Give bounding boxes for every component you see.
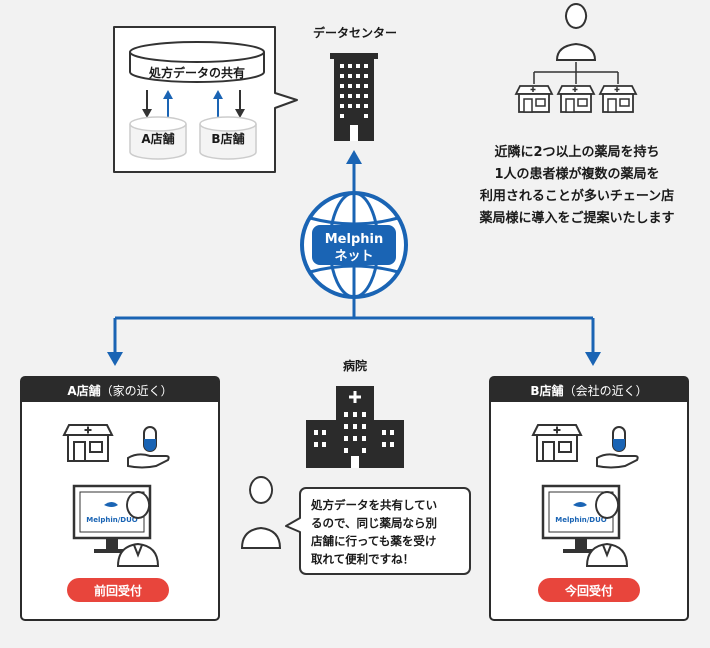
store-b-reception-button[interactable]: 今回受付: [538, 578, 640, 602]
store-a-reception-label: 前回受付: [94, 583, 142, 598]
data-share-bubble: 処方データの共有 A店舗 B店舗: [113, 26, 298, 173]
store-a-db-label: A店舗: [141, 131, 174, 146]
store-b-database-icon: [199, 116, 257, 160]
patient-speech-bubble: 処方データを共有してい るので、同じ薬局なら別 店舗に行っても薬を受け 取れて便…: [285, 487, 471, 575]
data-center-building-icon: [330, 53, 378, 141]
store-b-db-label: B店舗: [211, 131, 244, 146]
patient-text-line-1: 処方データを共有してい: [310, 498, 437, 512]
store-b-title-bold: B店舗: [530, 383, 563, 398]
store-b-title: B店舗（会社の近く）: [530, 383, 647, 398]
store-b-reception-label: 今回受付: [564, 583, 613, 598]
store-b-panel: B店舗（会社の近く） Melphin/DUO: [489, 376, 689, 621]
store-b-pharmacy-icon: [531, 424, 583, 462]
network-name-line-2: ネット: [334, 249, 373, 264]
store-a-medicine-hand-icon: [127, 426, 170, 469]
store-a-pharmacy-icon: [62, 424, 114, 462]
pharmacy-store-icon-1: [514, 85, 554, 113]
store-a-monitor-label: Melphin/DUO: [86, 516, 138, 524]
store-a-reception-button[interactable]: 前回受付: [67, 578, 169, 602]
patient-text-line-4: 取れて便利ですね！: [311, 552, 414, 566]
chain-owner-person-icon: [555, 3, 597, 61]
network-distribution-lines: [113, 297, 595, 355]
sync-arrows: [142, 90, 245, 118]
shared-database-icon: [129, 41, 265, 83]
store-b-title-rest: （会社の近く）: [564, 383, 648, 398]
db-label: 処方データの共有: [148, 65, 245, 80]
hospital-building-icon: [306, 386, 404, 468]
chain-text-line-2: 1人の患者様が複数の薬局を: [494, 166, 659, 182]
arrow-to-store-b: [585, 352, 601, 366]
store-a-staff-person-icon: [116, 491, 160, 567]
chain-description: 近隣に2つ以上の薬局を持ち 1人の患者様が複数の薬局を 利用されることが多いチェ…: [478, 144, 674, 226]
store-a-database-icon: [129, 116, 187, 160]
patient-person-icon: [240, 476, 282, 549]
store-a-title-bold: A店舗: [67, 383, 100, 398]
chain-text-line-1: 近隣に2つ以上の薬局を持ち: [494, 144, 659, 160]
chain-tree-lines: [533, 62, 619, 84]
store-a-title-rest: （家の近く）: [101, 383, 173, 398]
store-b-monitor-label: Melphin/DUO: [555, 516, 607, 524]
store-a-title: A店舗（家の近く）: [67, 383, 172, 398]
chain-text-line-3: 利用されることが多いチェーン店: [480, 188, 674, 204]
store-a-panel: A店舗（家の近く） Melphin/DUO: [20, 376, 220, 621]
network-name-line-1: Melphin: [325, 232, 383, 247]
patient-text-line-2: るので、同じ薬局なら別: [311, 516, 437, 530]
arrow-to-store-a: [107, 352, 123, 366]
patient-text-line-3: 店舗に行っても薬を受け: [311, 534, 436, 548]
store-b-medicine-hand-icon: [596, 426, 639, 469]
data-center-label: データセンター: [313, 25, 397, 40]
hospital-label: 病院: [343, 358, 367, 373]
pharmacy-store-icon-2: [556, 85, 596, 113]
chain-text-line-4: 薬局様に導入をご提案いたします: [478, 210, 674, 226]
pharmacy-store-icon-3: [598, 85, 638, 113]
store-b-staff-person-icon: [585, 491, 629, 567]
